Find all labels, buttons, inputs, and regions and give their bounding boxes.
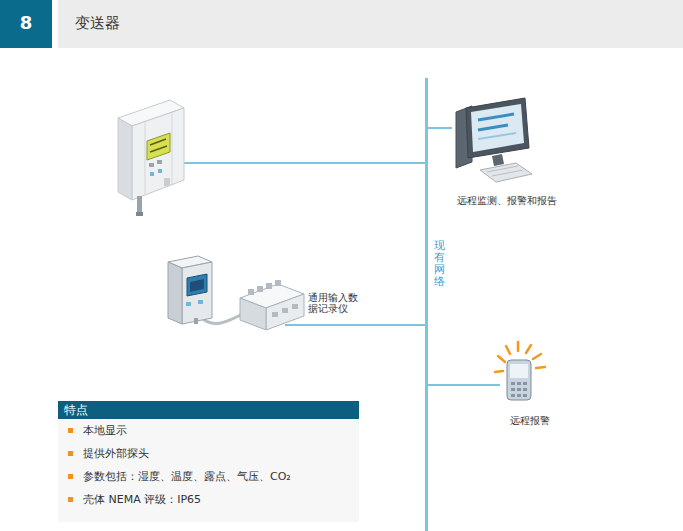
computer-illustration xyxy=(456,98,532,182)
feature-text: 提供外部探头 xyxy=(83,447,149,460)
sensor-illustration xyxy=(168,256,246,324)
title-band xyxy=(58,0,683,48)
feature-row: 参数包括：湿度、温度、露点、气压、CO₂ xyxy=(68,470,359,484)
feature-row: 壳体 NEMA 评级：IP65 xyxy=(68,493,359,507)
section-number: 8 xyxy=(0,12,52,33)
network-link xyxy=(285,324,427,326)
data-logger-node: 通用输入数据记录仪 xyxy=(238,278,360,325)
network-node: 现有网络 xyxy=(425,78,455,531)
computer-node: 远程监测、报警和报告 xyxy=(452,96,564,212)
network-label: 现有网络 xyxy=(434,240,445,288)
bullet-square xyxy=(68,474,73,479)
feature-text: 本地显示 xyxy=(83,424,127,437)
bullet-square xyxy=(68,451,73,456)
node-label: 通用输入数据记录仪 xyxy=(308,292,358,315)
bullet-square xyxy=(68,428,73,433)
network-link xyxy=(427,127,453,129)
data-logger-illustration xyxy=(240,280,304,330)
phone-node: 远程报警 xyxy=(500,338,562,432)
feature-text: 参数包括：湿度、温度、露点、气压、CO₂ xyxy=(83,470,291,483)
network-link xyxy=(427,384,501,386)
feature-row: 提供外部探头 xyxy=(68,447,359,461)
transmitter-illustration xyxy=(118,100,427,216)
node-label: 远程报警 xyxy=(500,414,560,428)
page-title: 变送器 xyxy=(75,14,120,33)
features-panel: 特点本地显示提供外部探头参数包括：湿度、温度、露点、气压、CO₂ 壳体 NEMA … xyxy=(58,401,359,522)
phone-illustration xyxy=(495,342,545,400)
feature-text: 壳体 NEMA 评级：IP65 xyxy=(83,493,201,506)
feature-row: 本地显示 xyxy=(68,424,359,438)
bullet-square xyxy=(68,497,73,502)
node-label: 远程监测、报警和报告 xyxy=(452,194,562,208)
number-box xyxy=(0,0,52,48)
panel-header: 特点 xyxy=(58,401,359,419)
